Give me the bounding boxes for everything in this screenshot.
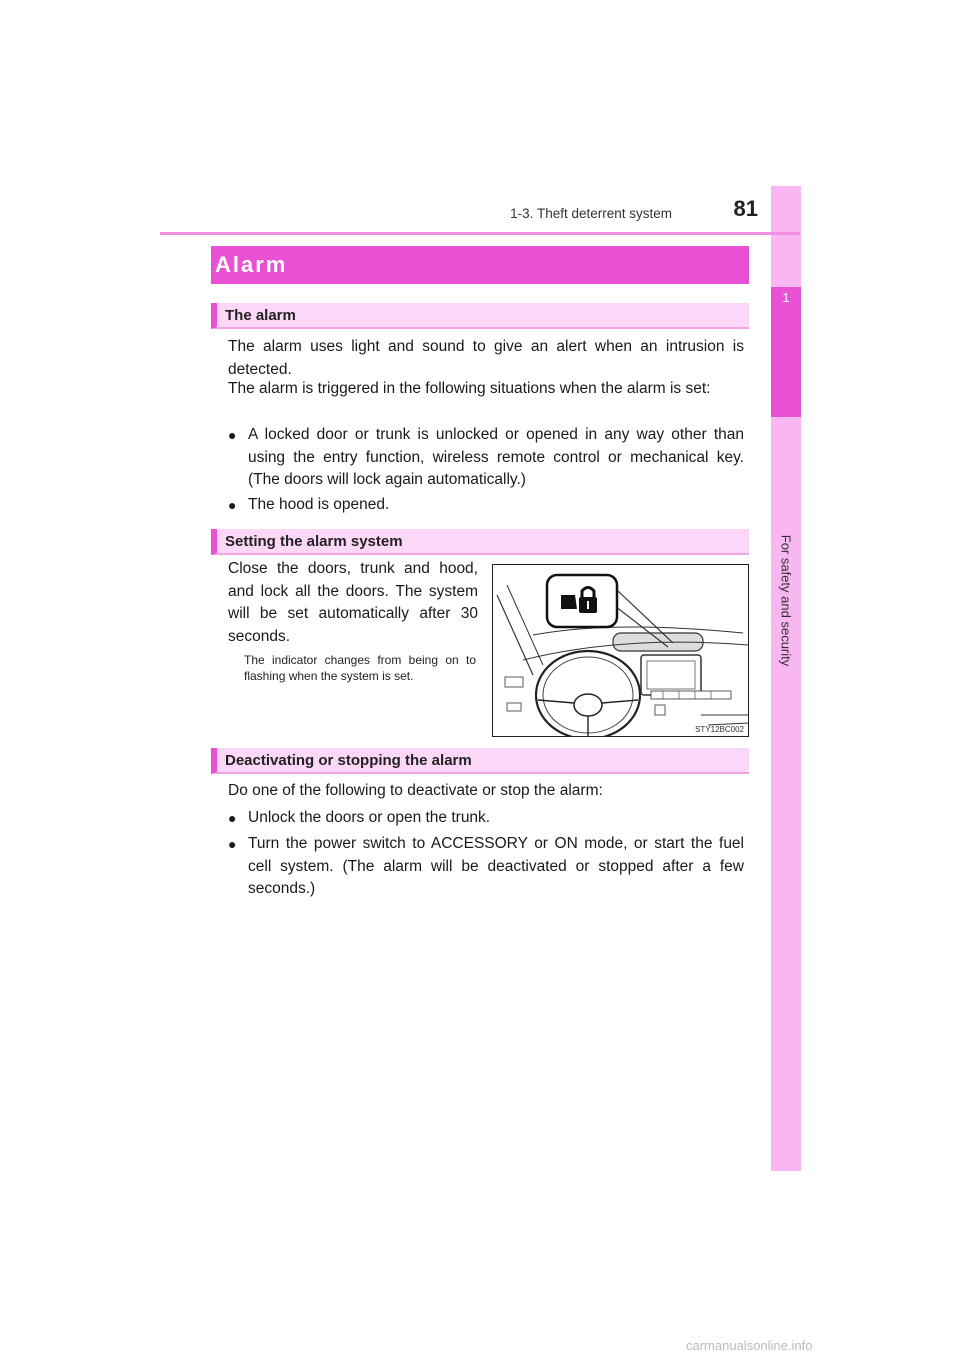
page-title: Alarm xyxy=(215,252,288,277)
list-item: ● The hood is opened. xyxy=(228,494,744,517)
section-heading-the-alarm: The alarm xyxy=(211,303,749,329)
chapter-title: For safety and security xyxy=(778,534,794,666)
lock-indicator-icon xyxy=(545,573,619,629)
dashboard-illustration: STY12BC002 xyxy=(492,564,749,737)
chapter-number: 1 xyxy=(782,290,790,305)
chapter-tab xyxy=(771,287,801,417)
page-number: 81 xyxy=(733,196,758,221)
paragraph: Do one of the following to deactivate or… xyxy=(228,782,603,799)
paragraph: The alarm uses light and sound to give a… xyxy=(228,338,744,378)
paragraph: The alarm is triggered in the following … xyxy=(228,380,711,397)
header-section: 1-3. Theft deterrent system xyxy=(510,206,672,221)
section-heading-deactivating: Deactivating or stopping the alarm xyxy=(211,748,749,774)
bullet-icon: ● xyxy=(228,497,237,513)
list-item: ● A locked door or trunk is unlocked or … xyxy=(228,426,744,488)
header-divider xyxy=(160,232,800,235)
page-title-bar: Alarm xyxy=(211,246,749,284)
illustration-code: STY12BC002 xyxy=(695,725,744,734)
watermark: carmanualsonline.info xyxy=(686,1338,813,1353)
bullet-icon: ● xyxy=(228,836,237,852)
section-heading-setting: Setting the alarm system xyxy=(211,529,749,555)
list-item: ● Unlock the doors or open the trunk. xyxy=(228,807,744,830)
note-text: The indicator changes from being on to f… xyxy=(244,653,476,683)
paragraph: Close the doors, trunk and hood, and loc… xyxy=(228,560,478,645)
dashboard-drawing xyxy=(496,573,748,736)
list-item: ● Turn the power switch to ACCESSORY or … xyxy=(228,835,744,897)
bullet-icon: ● xyxy=(228,810,237,826)
bullet-icon: ● xyxy=(228,427,237,443)
